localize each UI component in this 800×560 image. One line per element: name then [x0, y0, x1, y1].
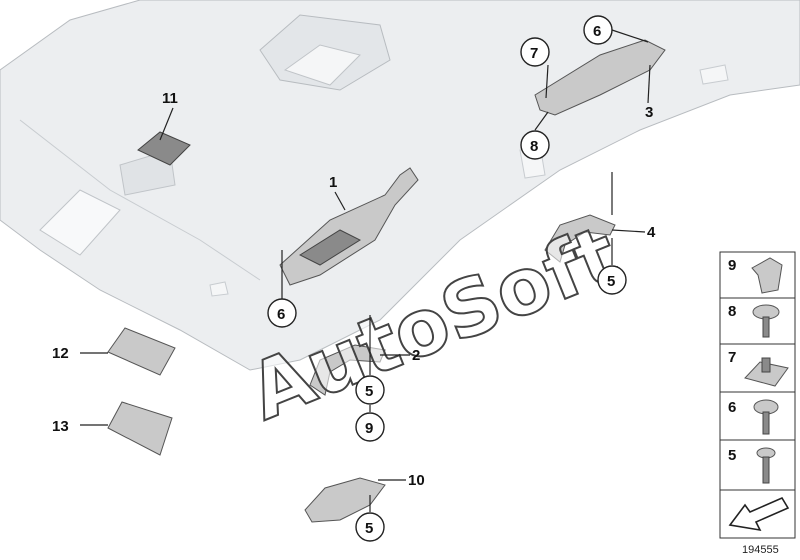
- callout-1: 1: [329, 174, 337, 191]
- fastener-legend: 9 8 7 6 5: [719, 251, 796, 539]
- legend-cell-6: [719, 391, 796, 441]
- callout-8-ring: [520, 130, 550, 160]
- callout-9: 9: [365, 420, 373, 437]
- callout-5-center: 5: [365, 383, 373, 400]
- nut-icon: [761, 357, 771, 373]
- part-4-grab-handle: [544, 214, 616, 263]
- small-screw-shaft-icon: [762, 456, 770, 484]
- legend-label-7: 7: [728, 349, 736, 366]
- callout-6-ring-left: [267, 298, 297, 328]
- callout-6-left: 6: [277, 306, 285, 323]
- nut-plate-icon: [744, 361, 789, 387]
- callout-6-ring-top: [583, 15, 613, 45]
- callout-8: 8: [530, 138, 538, 155]
- part-11-bracket: [137, 131, 191, 166]
- callout-4: 4: [647, 224, 656, 241]
- legend-label-8: 8: [728, 303, 736, 320]
- part-1-detail: [298, 229, 362, 266]
- legend-label-6: 6: [728, 399, 736, 416]
- callout-10: 10: [408, 472, 425, 489]
- callout-9-ring: [355, 412, 385, 442]
- direction-arrow-icon: [728, 496, 790, 532]
- leader-lines: [80, 29, 651, 512]
- callout-11: 11: [162, 90, 178, 107]
- callout-5-ring-center: [355, 375, 385, 405]
- legend-cell-5: [719, 439, 796, 491]
- clip-icon: [751, 257, 783, 294]
- part-10-handle: [304, 477, 386, 523]
- callout-5-right: 5: [607, 273, 615, 290]
- callout-5-bottom: 5: [365, 520, 373, 537]
- callout-2: 2: [412, 347, 420, 364]
- callout-3: 3: [645, 104, 653, 121]
- callout-7-ring: [520, 37, 550, 67]
- callouts: 11 1 6 7 8 3 4 5 6 2 5 9 10 5 12 13: [52, 15, 656, 542]
- part-13-cover: [107, 401, 173, 456]
- callout-5-ring-bottom: [355, 512, 385, 542]
- callout-12: 12: [52, 345, 69, 362]
- legend-label-9: 9: [728, 257, 736, 274]
- callout-7: 7: [530, 45, 538, 62]
- part-12-cover: [107, 327, 176, 376]
- document-number: 194555: [742, 544, 779, 556]
- screw-shaft-icon: [762, 316, 770, 338]
- bolt-shaft-icon: [762, 411, 770, 435]
- legend-label-5: 5: [728, 447, 736, 464]
- callout-13: 13: [52, 418, 69, 435]
- callout-6-top: 6: [593, 23, 601, 40]
- part-2-grab-handle: [309, 344, 386, 396]
- callout-5-ring-right: [597, 265, 627, 295]
